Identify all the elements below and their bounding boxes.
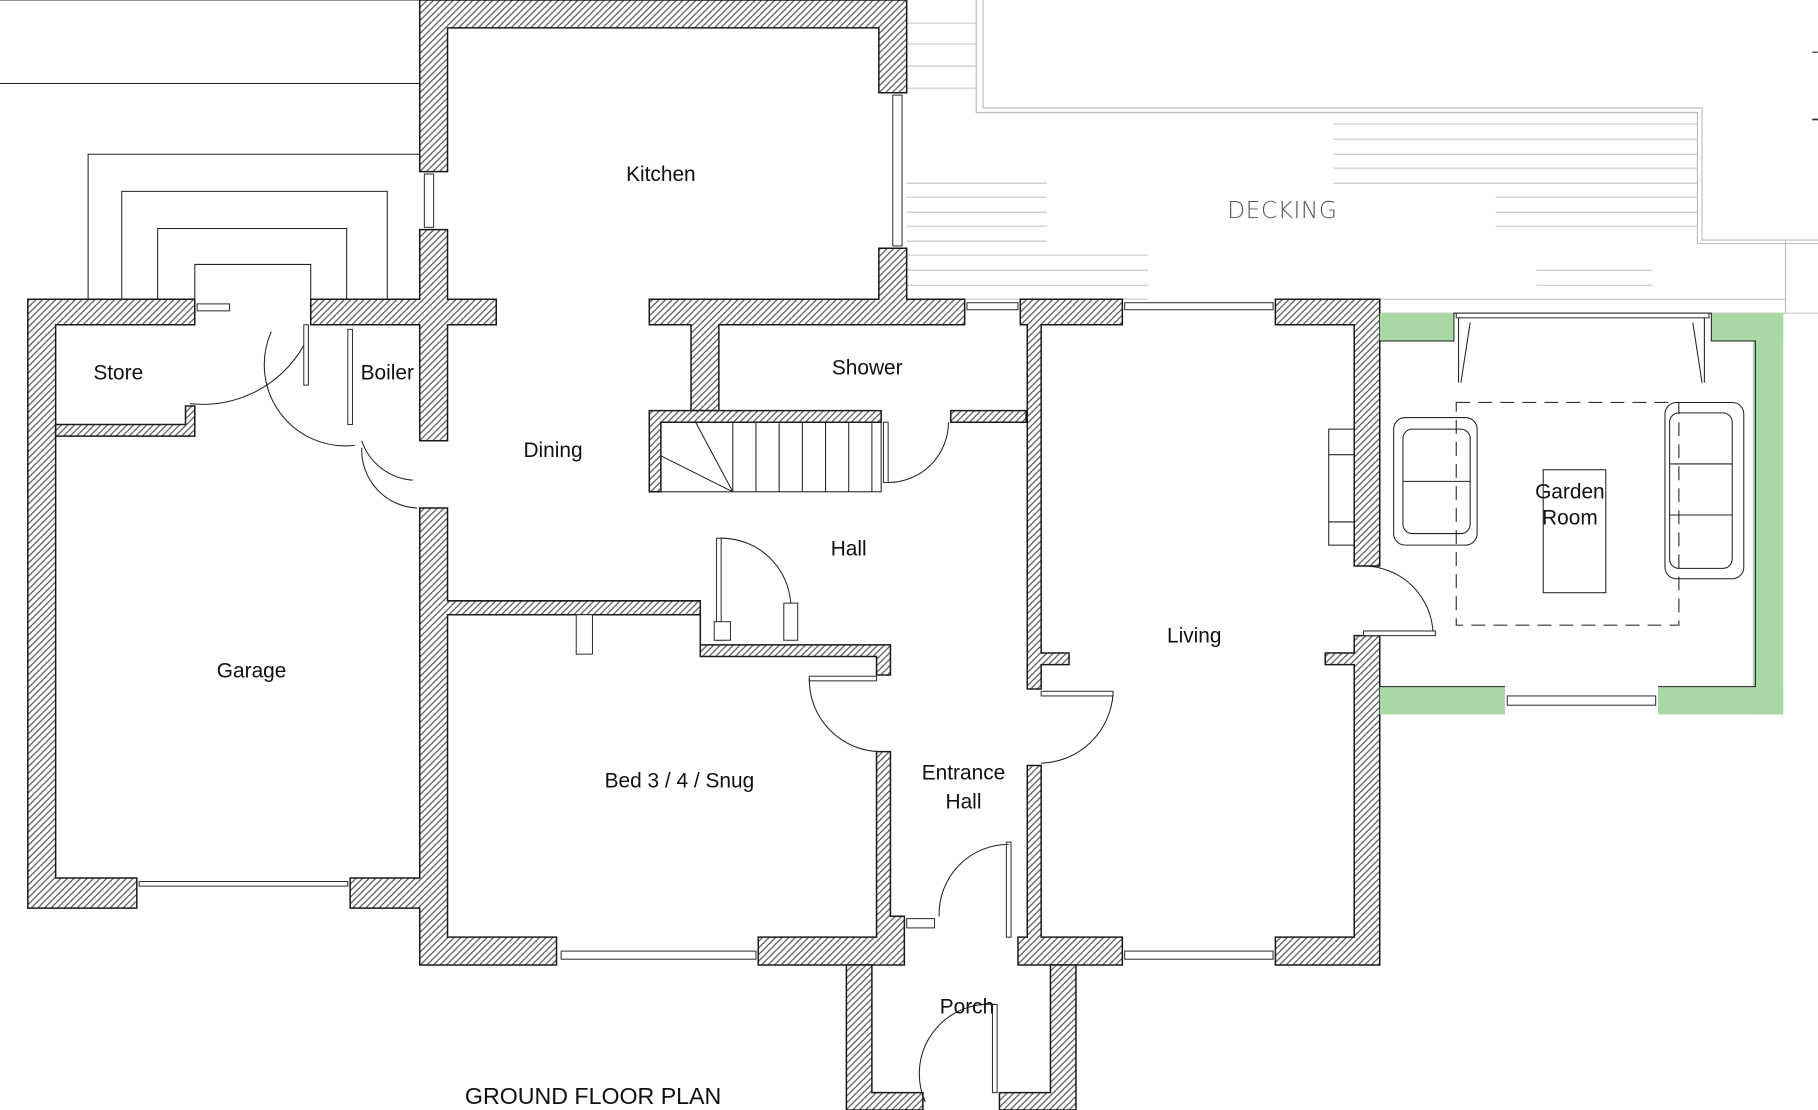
- doors: [190, 317, 1705, 1103]
- room-label-bed-snug: Bed 3 / 4 / Snug: [605, 770, 755, 793]
- room-label-shower: Shower: [832, 357, 903, 380]
- room-label-dining: Dining: [523, 439, 582, 462]
- room-label-living: Living: [1167, 625, 1222, 648]
- garden-room-walls: [1379, 312, 1784, 715]
- plan-title: GROUND FLOOR PLAN: [465, 1083, 721, 1109]
- room-label-entrance-hall-2: Hall: [946, 790, 982, 813]
- room-label-boiler: Boiler: [361, 361, 414, 384]
- decking-area: DECKING: [906, 0, 1818, 314]
- room-label-entrance-hall-1: Entrance: [922, 761, 1005, 784]
- decking-label: DECKING: [1227, 197, 1337, 224]
- room-label-hall: Hall: [831, 538, 867, 561]
- room-label-store: Store: [93, 361, 143, 384]
- staircase: [660, 421, 882, 493]
- room-label-garage: Garage: [217, 659, 287, 682]
- furniture: [1328, 401, 1745, 626]
- coffee-table: [1542, 469, 1607, 594]
- room-label-kitchen: Kitchen: [626, 163, 696, 186]
- room-label-porch: Porch: [940, 996, 994, 1019]
- windows: [138, 94, 1710, 960]
- room-label-garden-room-1: Garden: [1535, 481, 1605, 504]
- room-labels: Kitchen Store Boiler Dining Shower Hall …: [93, 163, 1604, 1019]
- room-label-garden-room-2: Room: [1542, 506, 1598, 529]
- walls: [27, 0, 1381, 1110]
- site-lines: [0, 0, 420, 300]
